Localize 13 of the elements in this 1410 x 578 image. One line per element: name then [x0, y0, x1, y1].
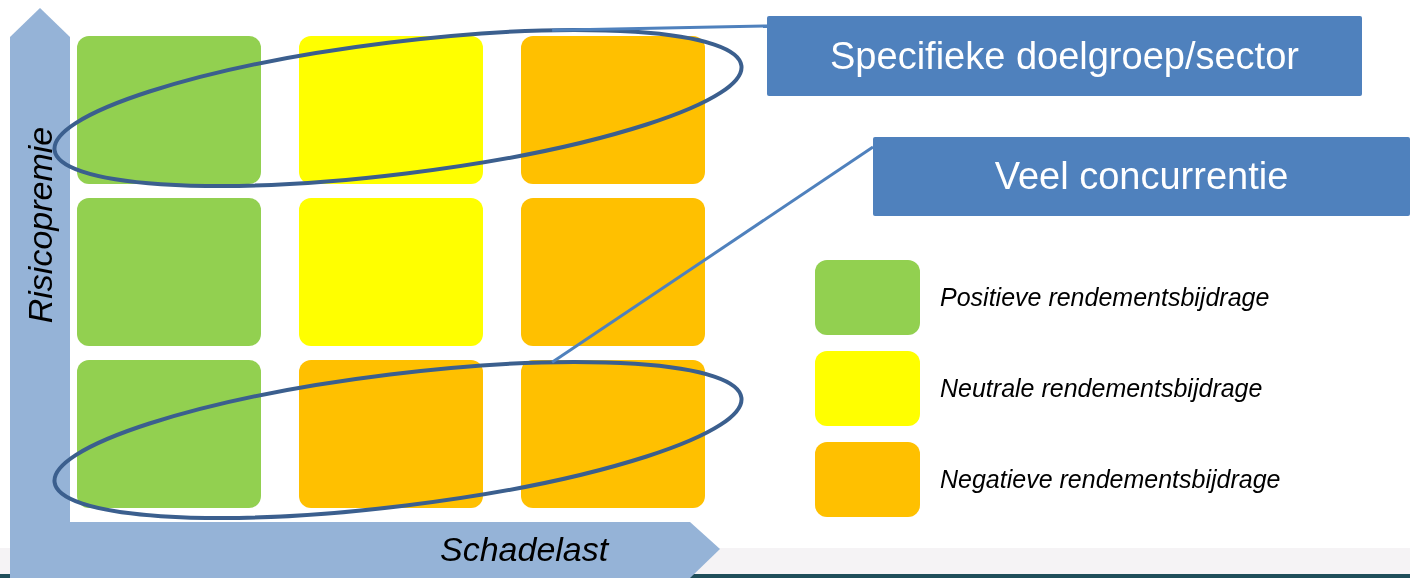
matrix-tile — [299, 198, 483, 346]
matrix-tile — [521, 198, 705, 346]
callout-box: Specifieke doelgroep/sector — [767, 16, 1362, 96]
leader-line — [551, 145, 874, 364]
grouping-ellipse — [52, 360, 744, 520]
callout-box: Veel concurrentie — [873, 137, 1410, 216]
legend-text: Neutrale rendementsbijdrage — [940, 373, 1263, 403]
leader-line — [552, 24, 768, 32]
matrix-tile — [77, 198, 261, 346]
axis-label: Schadelast — [440, 530, 609, 569]
legend-text: Negatieve rendementsbijdrage — [940, 464, 1281, 494]
axis-label: Risicopremie — [20, 126, 60, 324]
legend-text: Positieve rendementsbijdrage — [940, 282, 1270, 312]
